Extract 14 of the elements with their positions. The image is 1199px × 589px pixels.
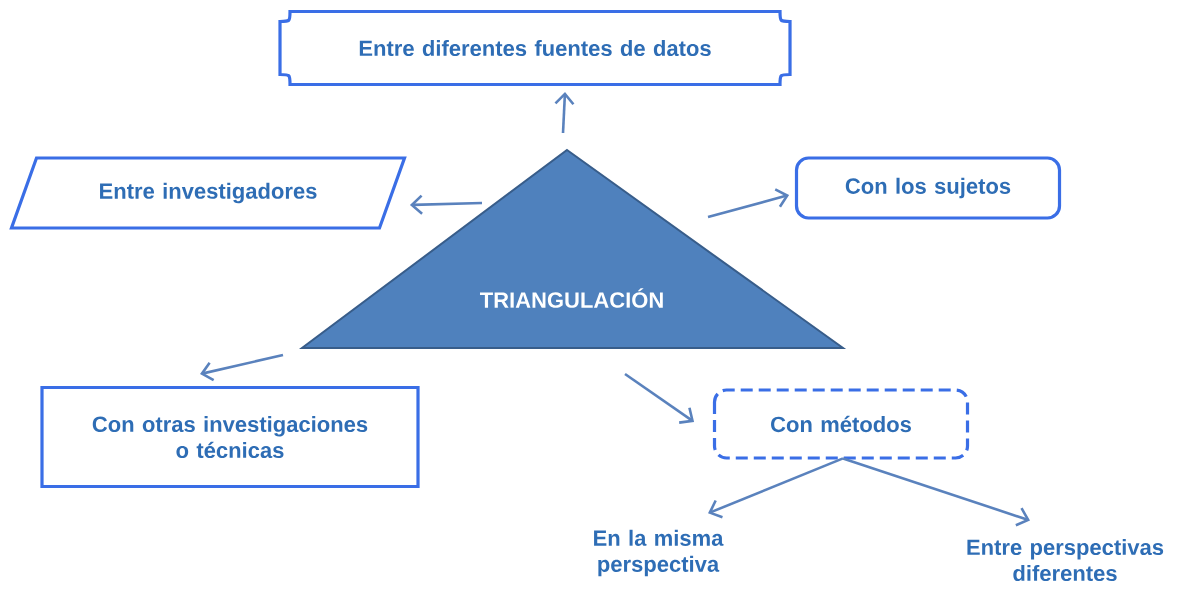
branch-label: Entre perspectivas diferentes xyxy=(967,538,1164,582)
arrow xyxy=(554,91,575,134)
rounded-box: Con los sujetos xyxy=(794,156,1062,220)
scroll-box: Entre diferentes fuentes de datos xyxy=(278,9,792,87)
arrow xyxy=(842,457,1030,527)
arrow xyxy=(707,188,790,219)
rounded-box: Con métodos xyxy=(712,388,970,460)
parallelogram-box: Entre investigadores xyxy=(9,156,407,230)
arrow xyxy=(624,372,695,424)
arrow xyxy=(708,457,844,519)
arrow xyxy=(200,353,284,382)
branch-label: En la misma perspectiva xyxy=(594,529,724,577)
process-box: Con otras investigaciones o técnicas xyxy=(40,385,420,489)
arrow xyxy=(409,194,483,215)
